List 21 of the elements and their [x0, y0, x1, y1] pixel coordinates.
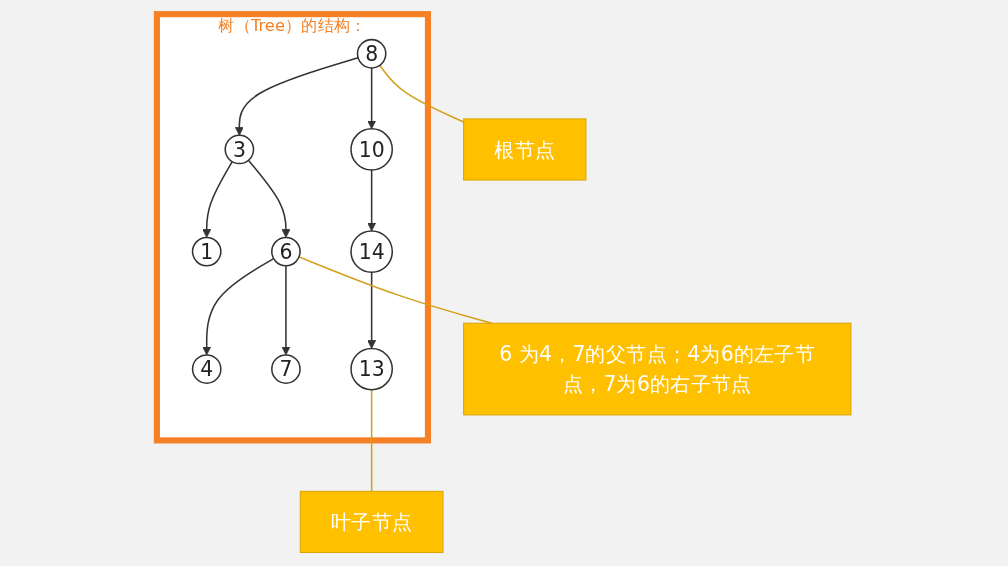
node-box: 6 为4，7的父节点；4为6的左子节点，7为6的右子节点 [463, 322, 852, 416]
arrow [367, 168, 377, 232]
node-circle: 4 [191, 353, 222, 384]
node-circle: 7 [271, 353, 301, 384]
node-circle: 8 [356, 38, 387, 69]
node-circle: 3 [224, 134, 255, 164]
node-circle: 10 [350, 127, 394, 171]
connector [370, 388, 373, 492]
arrow [202, 257, 275, 355]
node-circle: 6 [271, 236, 301, 267]
arrow [367, 66, 377, 129]
arrow [247, 159, 291, 238]
arrow [281, 264, 291, 355]
node-circle: 13 [350, 347, 394, 391]
node-circle: 14 [350, 229, 394, 273]
node-box: 根节点 [463, 118, 587, 181]
arrow [367, 271, 377, 349]
node-circle: 1 [191, 236, 222, 267]
node-box: 叶子节点 [299, 490, 444, 553]
arrow [234, 56, 359, 136]
arrow [202, 160, 234, 238]
